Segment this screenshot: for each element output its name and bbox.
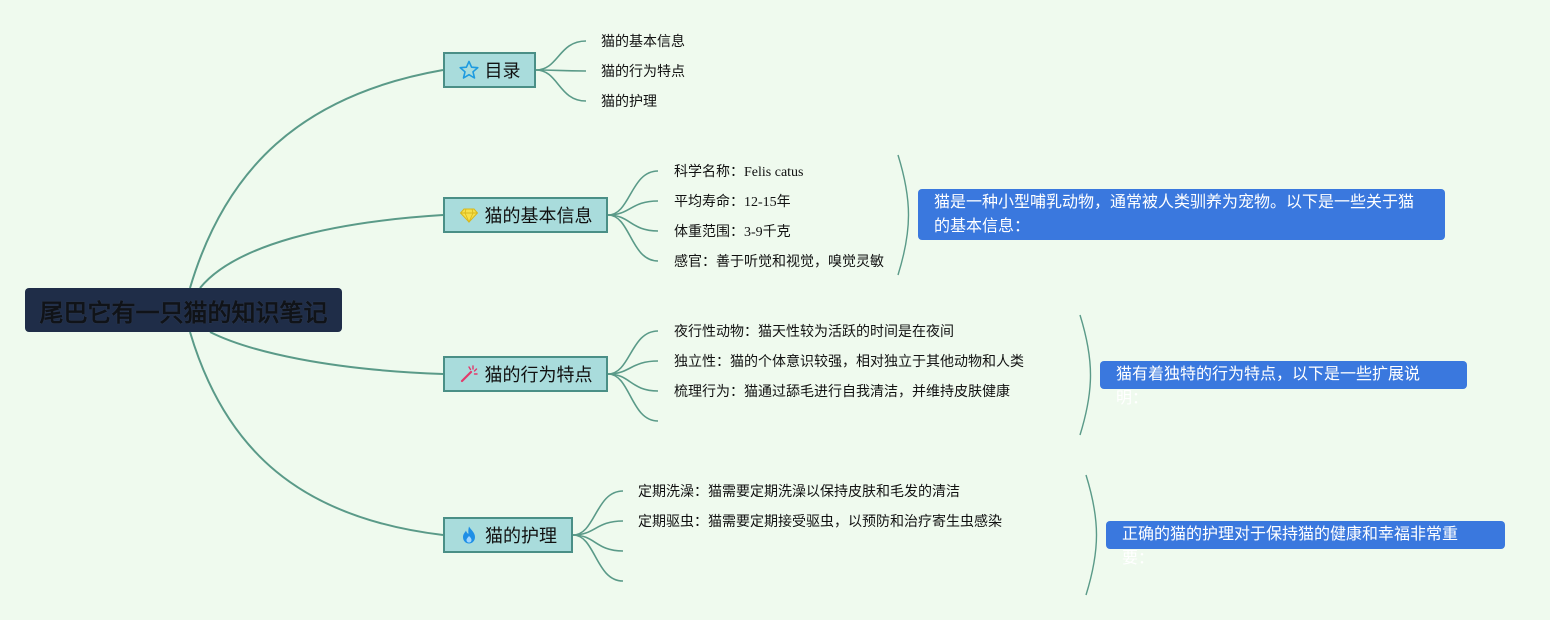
item-value: 猫的个体意识较强，相对独立于其他动物和人类 [730,354,1024,370]
item-label: 平均寿命： [674,194,744,210]
info-item[interactable]: 科学名称：Felis catus [674,163,804,182]
item-label: 科学名称： [674,164,744,180]
branch-label: 猫的行为特点 [484,365,593,386]
diamond-icon [459,205,479,225]
fire-icon [459,525,479,545]
item-label: 感官： [674,254,716,270]
item-label: 定期驱虫： [638,514,708,530]
item-label: 体重范围： [674,224,744,240]
connector-root-behavior [209,331,444,375]
item-value: 3-9千克 [744,225,791,240]
summary-note-care[interactable]: 正确的猫的护理对于保持猫的健康和幸福非常重要： [1106,521,1505,567]
info-item[interactable]: 体重范围：3-9千克 [674,223,791,242]
connector-behavior-item [607,373,659,422]
connector-root-care [189,331,444,536]
connector-root-basic-info [199,214,444,289]
summary-note-basic-info[interactable]: 猫是一种小型哺乳动物，通常被人类驯养为宠物。以下是一些关于猫的基本信息： [918,189,1445,240]
item-value: 猫天性较为活跃的时间是在夜间 [758,324,954,340]
item-value: Felis catus [744,165,804,180]
connector-info-item [607,214,659,262]
connector-care-item [572,534,624,582]
info-item[interactable]: 平均寿命：12-15年 [674,193,791,212]
item-value: 猫需要定期洗澡以保持皮肤和毛发的清洁 [708,484,960,500]
item-label: 夜行性动物： [674,324,758,340]
magic-wand-icon [459,364,479,384]
summary-brace-care [1085,474,1098,596]
branch-care[interactable]: 猫的护理 [443,517,573,553]
connector-root-toc [189,69,444,289]
item-value: 善于听觉和视觉，嗅觉灵敏 [716,254,884,270]
branch-behavior[interactable]: 猫的行为特点 [443,356,608,392]
summary-note-behavior[interactable]: 猫有着独特的行为特点，以下是一些扩展说明： [1100,361,1467,407]
branch-label: 猫的基本信息 [484,206,593,227]
item-label: 定期洗澡： [638,484,708,500]
item-value: 12-15年 [744,195,791,210]
root-title: 尾巴它有一只猫的知识笔记 [39,298,328,327]
summary-brace-behavior [1079,314,1092,436]
item-value: 猫通过舔毛进行自我清洁，并维持皮肤健康 [744,384,1010,400]
toc-item[interactable]: 猫的行为特点 [601,64,685,80]
info-item[interactable]: 感官：善于听觉和视觉，嗅觉灵敏 [674,253,884,271]
branch-label: 目录 [484,61,521,82]
toc-item[interactable]: 猫的基本信息 [601,34,685,50]
connector-behavior-item [607,330,659,375]
behavior-item[interactable]: 夜行性动物：猫天性较为活跃的时间是在夜间 [674,323,954,341]
connector-toc-item [535,69,587,102]
connector-toc-item [535,40,587,71]
root-topic[interactable]: 尾巴它有一只猫的知识笔记 [25,288,342,332]
behavior-item[interactable]: 梳理行为：猫通过舔毛进行自我清洁，并维持皮肤健康 [674,383,1010,401]
behavior-item[interactable]: 独立性：猫的个体意识较强，相对独立于其他动物和人类 [674,353,1024,371]
connector-info-item [607,170,659,216]
connector-care-item [572,490,624,536]
branch-toc[interactable]: 目录 [443,52,536,88]
toc-item[interactable]: 猫的护理 [601,94,657,110]
summary-brace-basic-info [897,154,910,276]
star-icon [458,60,479,80]
item-value: 猫需要定期接受驱虫，以预防和治疗寄生虫感染 [708,514,1002,530]
item-label: 梳理行为： [674,384,744,400]
branch-basic-info[interactable]: 猫的基本信息 [443,197,608,233]
branch-label: 猫的护理 [485,526,557,547]
care-item[interactable]: 定期洗澡：猫需要定期洗澡以保持皮肤和毛发的清洁 [638,483,960,501]
item-label: 独立性： [674,354,730,370]
care-item[interactable]: 定期驱虫：猫需要定期接受驱虫，以预防和治疗寄生虫感染 [638,513,1002,531]
